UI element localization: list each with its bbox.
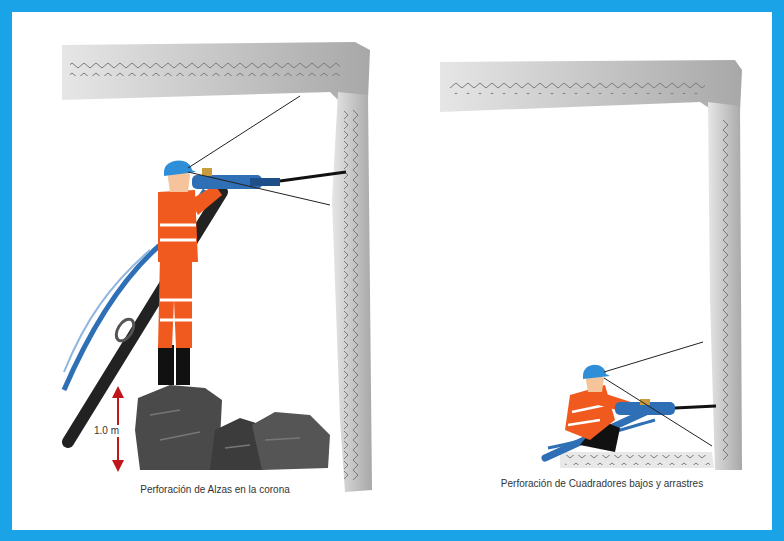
dimension-label: 1.0 m	[93, 425, 120, 437]
right-scene	[440, 60, 742, 470]
caption-label: Perforación de Cuadradores bajos y arras…	[501, 478, 703, 490]
left-scene	[62, 42, 372, 492]
caption-label: Perforación de Alzas en la corona	[140, 484, 290, 496]
panel	[12, 12, 772, 530]
